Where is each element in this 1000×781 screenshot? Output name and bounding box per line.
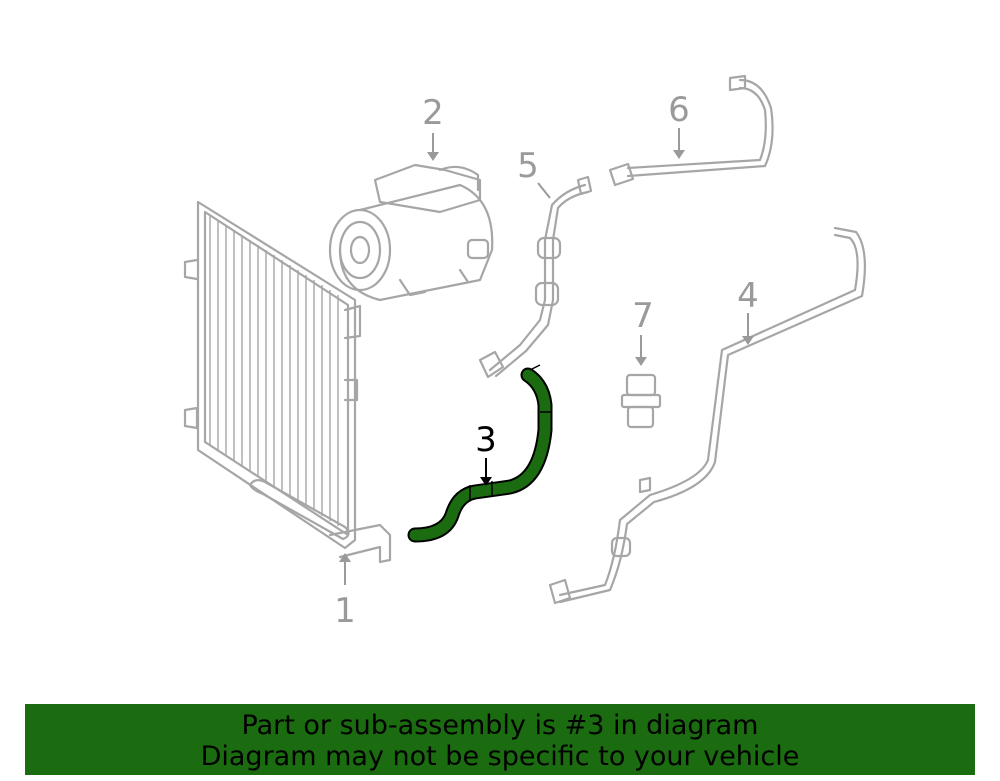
banner-line-1: Part or sub-assembly is #3 in diagram [241,710,759,741]
part-2-compressor[interactable] [328,133,494,302]
callout-5: 5 [517,146,539,186]
part-3-hose-highlighted[interactable] [407,364,553,543]
callout-2: 2 [422,93,444,133]
callout-3: 3 [475,420,497,460]
callout-4: 4 [737,276,759,316]
callout-6: 6 [668,90,690,130]
banner-line-2: Diagram may not be specific to your vehi… [200,741,800,772]
part-4-pipe[interactable] [548,226,866,605]
parts-diagram: 1 2 5 6 7 [183,74,866,631]
callout-7: 7 [632,296,654,336]
part-5-hose[interactable] [478,175,593,379]
callout-1: 1 [334,591,356,631]
part-7-pressure-switch[interactable] [620,335,662,429]
part-6-pipe[interactable] [608,74,774,187]
part-1-condenser[interactable] [183,200,392,585]
info-banner: Part or sub-assembly is #3 in diagram Di… [25,704,975,775]
